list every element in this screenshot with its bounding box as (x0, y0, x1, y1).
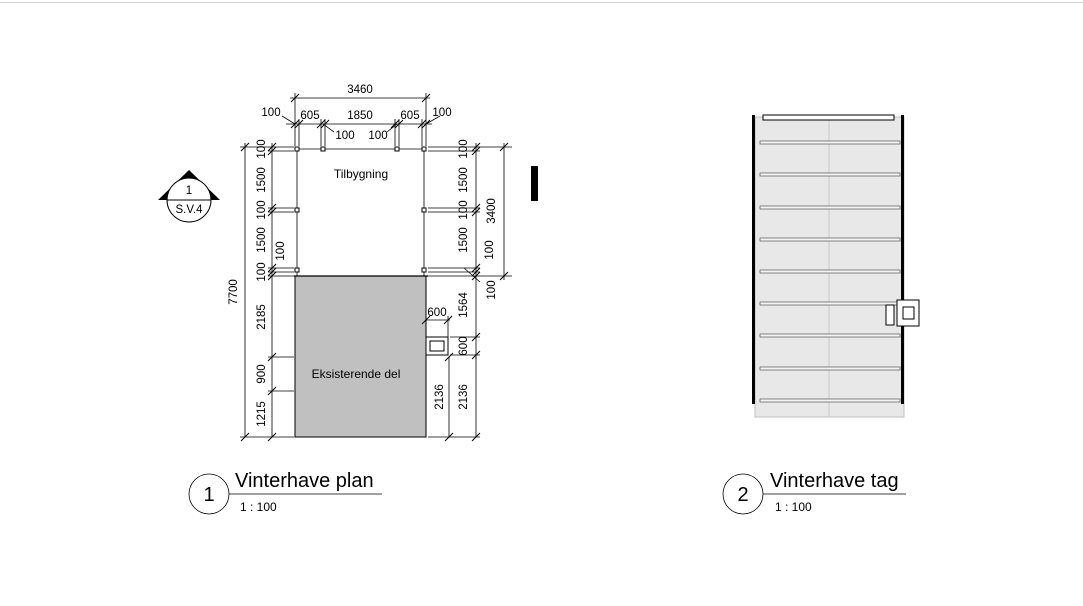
dim-right-seg-bottom: 100 (486, 280, 498, 299)
dim-top-middle: 1850 (347, 110, 373, 122)
door-element (425, 336, 449, 356)
roof-side-element (885, 299, 920, 327)
section-marker: 1 S.V.4 (158, 170, 220, 223)
roof-scale: 1 : 100 (775, 500, 812, 514)
room-label-eksisterende: Eksisterende del (312, 367, 401, 381)
plan-title: Vinterhave plan (235, 470, 374, 492)
plan-title-block: 1 Vinterhave plan 1 : 100 (188, 470, 382, 515)
floor-plan: Tilbygning Eksisterende del 1 S.V.4 (158, 84, 538, 442)
dim-right-seg-1564: 1564 (458, 292, 470, 318)
roof-number: 2 (737, 484, 748, 506)
roof-title-block: 2 Vinterhave tag 1 : 100 (722, 470, 906, 515)
dim-left-seg-bottom-post: 100 (256, 262, 268, 281)
dim-left-overall: 7700 (228, 279, 240, 305)
dim-top-overall: 3460 (347, 84, 373, 96)
dim-top-left-edge: 100 (261, 107, 280, 119)
room-label-tilbygning: Tilbygning (334, 167, 388, 181)
dim-top-inner-right: 100 (368, 130, 387, 142)
right-dimensions (421, 142, 512, 442)
dim-right-seg-2136-b: 2136 (458, 384, 470, 410)
dim-right-seg-600-v: 600 (458, 336, 470, 355)
roof-gutter-left (752, 115, 755, 404)
dim-right-seg-mid: 100 (458, 200, 470, 219)
top-rule (0, 2, 1083, 3)
section-marker-number: 1 (186, 185, 192, 197)
top-dimensions (281, 93, 441, 146)
plan-number: 1 (203, 484, 214, 506)
dim-right-span-3400: 3400 (486, 198, 498, 224)
dim-right-seg-2136-a: 2136 (434, 384, 446, 410)
dim-top-right-edge: 100 (432, 107, 451, 119)
plan-scale: 1 : 100 (240, 500, 277, 514)
dim-top-left-bay: 605 (300, 110, 319, 122)
dim-top-inner-left: 100 (335, 130, 354, 142)
dim-right-seg-1500-b: 1500 (458, 227, 470, 253)
dim-left-seg-2185: 2185 (256, 304, 268, 330)
addition-outline (294, 148, 428, 277)
roof-title: Vinterhave tag (770, 470, 899, 492)
dim-left-seg-1215: 1215 (256, 401, 268, 427)
roof-ridge (762, 114, 895, 121)
section-cut-bar (531, 166, 538, 201)
dim-left-seg-900: 900 (256, 364, 268, 383)
dim-left-seg-top: 100 (256, 139, 268, 158)
section-marker-sheet: S.V.4 (175, 204, 203, 216)
dim-right-seg-top: 100 (458, 139, 470, 158)
dim-top-right-bay: 605 (400, 110, 419, 122)
roof-plan (752, 114, 920, 418)
dim-left-seg-1500-a: 1500 (256, 167, 268, 193)
dim-left-seg-inner: 100 (275, 241, 287, 260)
dim-right-seg-1500-a: 1500 (458, 167, 470, 193)
dim-right-seg-600-h: 600 (427, 307, 446, 319)
left-dimensions (240, 142, 294, 442)
dim-left-seg-mid: 100 (256, 200, 268, 219)
roof-rafters (759, 140, 901, 403)
posts (294, 146, 427, 273)
existing-part-area (294, 275, 427, 438)
roof-gutter-right (901, 115, 904, 404)
dim-left-seg-1500-b: 1500 (256, 227, 268, 253)
dim-right-seg-inner: 100 (484, 240, 496, 259)
